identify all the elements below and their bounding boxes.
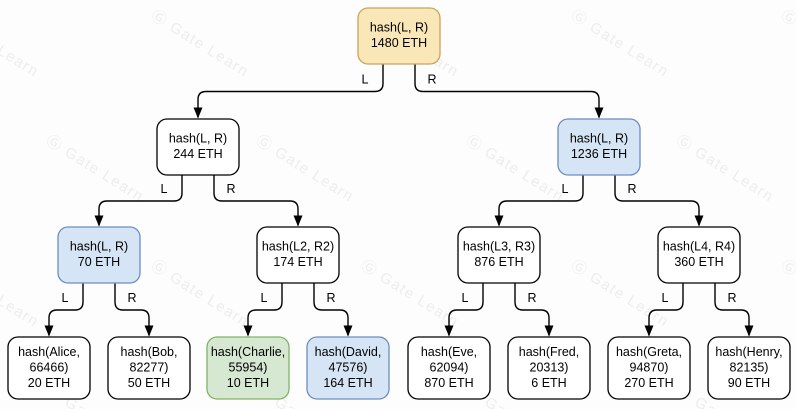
edge-label: R: [226, 182, 235, 196]
edge-label: L: [261, 291, 268, 305]
node-label-line: 90 ETH: [728, 376, 770, 390]
edge-label: R: [427, 73, 436, 87]
tree-node-n21: hash(L3, R3)876 ETH: [457, 226, 541, 284]
edge-label: R: [127, 291, 136, 305]
node-label-line: 55954): [229, 360, 268, 374]
tree-edge-n22-leaf8: R: [714, 283, 754, 337]
node-label-line: hash(L3, R3): [463, 240, 535, 254]
node-label-line: 20 ETH: [28, 376, 70, 390]
edge-label: L: [62, 291, 69, 305]
node-label-line: hash(Henry,: [715, 345, 782, 359]
tree-edge-n1-n12: R: [213, 175, 303, 227]
tree-edge-n12-leaf4: R: [313, 283, 353, 337]
node-label-line: hash(Alice,: [18, 345, 80, 359]
node-label-line: 174 ETH: [273, 255, 322, 269]
tree-node-leaf7: hash(Greta,94870) 270 ETH: [607, 336, 691, 400]
node-label-line: 1480 ETH: [371, 36, 427, 50]
node-label-line: hash(Greta,: [616, 345, 682, 359]
tree-node-root: hash(L, R)1480 ETH: [357, 7, 441, 65]
node-label-line: hash(L, R): [370, 21, 428, 35]
tree-node-n12: hash(L2, R2)174 ETH: [256, 226, 340, 284]
tree-edge-n11-leaf1: L: [44, 283, 84, 337]
node-label-line: 1236 ETH: [571, 147, 627, 161]
node-label-line: hash(Fred,: [519, 345, 579, 359]
edge-label: L: [362, 73, 369, 87]
tree-node-leaf2: hash(Bob,82277) 50 ETH: [107, 336, 191, 400]
tree-node-leaf8: hash(Henry,82135) 90 ETH: [707, 336, 791, 400]
edge-label: L: [462, 291, 469, 305]
tree-node-leaf6: hash(Fred,20313) 6 ETH: [507, 336, 591, 400]
tree-node-leaf1: hash(Alice,66466) 20 ETH: [7, 336, 91, 400]
edge-label: R: [727, 291, 736, 305]
node-label-line: 70 ETH: [78, 255, 120, 269]
tree-edge-n2-n22: R: [614, 175, 704, 227]
node-label-line: 270 ETH: [624, 376, 673, 390]
edge-label: R: [527, 291, 536, 305]
node-box: [306, 336, 390, 400]
node-label-line: 164 ETH: [323, 376, 372, 390]
node-box: [256, 226, 340, 284]
node-label-line: 82277): [130, 360, 169, 374]
node-box: [206, 336, 290, 400]
node-box: [607, 336, 691, 400]
node-label-line: hash(Charlie,: [211, 345, 285, 359]
tree-edge-n21-leaf6: R: [514, 283, 554, 337]
edge-label: R: [326, 291, 335, 305]
tree-edge-n21-leaf5: L: [444, 283, 484, 337]
tree-edge-root-n2: R: [414, 64, 604, 119]
edge-label: L: [161, 182, 168, 196]
node-label-line: hash(L, R): [169, 132, 227, 146]
node-box: [57, 226, 141, 284]
tree-node-leaf4: hash(David,47576) 164 ETH: [306, 336, 390, 400]
node-box: [457, 226, 541, 284]
node-box: [357, 7, 441, 65]
node-box: [507, 336, 591, 400]
node-label-line: hash(Bob,: [121, 345, 178, 359]
node-box: [156, 118, 240, 176]
node-box: [557, 118, 641, 176]
tree-edge-root-n1: L: [193, 64, 384, 119]
tree-edge-n2-n21: L: [494, 175, 584, 227]
node-label-line: 10 ETH: [227, 376, 269, 390]
tree-node-leaf3: hash(Charlie,55954) 10 ETH: [206, 336, 290, 400]
node-label-line: 94870): [630, 360, 669, 374]
tree-node-n1: hash(L, R)244 ETH: [156, 118, 240, 176]
node-label-line: 244 ETH: [173, 147, 222, 161]
node-box: [707, 336, 791, 400]
node-box: [657, 226, 741, 284]
node-label-line: 360 ETH: [674, 255, 723, 269]
tree-node-n2: hash(L, R)1236 ETH: [557, 118, 641, 176]
node-label-line: hash(L2, R2): [262, 240, 334, 254]
node-label-line: hash(L, R): [70, 240, 128, 254]
tree-edge-n12-leaf3: L: [243, 283, 283, 337]
node-label-line: 50 ETH: [128, 376, 170, 390]
tree-edge-n11-leaf2: R: [114, 283, 154, 337]
node-label-line: hash(L4, R4): [663, 240, 735, 254]
node-label-line: 6 ETH: [531, 376, 566, 390]
edge-label: R: [627, 182, 636, 196]
node-label-line: 20313): [530, 360, 569, 374]
tree-node-n11: hash(L, R)70 ETH: [57, 226, 141, 284]
node-label-line: hash(Eve,: [421, 345, 477, 359]
node-label-line: 66466): [30, 360, 69, 374]
node-label-line: 82135): [730, 360, 769, 374]
edge-label: L: [662, 291, 669, 305]
tree-node-n22: hash(L4, R4)360 ETH: [657, 226, 741, 284]
tree-node-leaf5: hash(Eve,62094) 870 ETH: [407, 336, 491, 400]
node-label-line: 876 ETH: [474, 255, 523, 269]
node-label-line: 870 ETH: [424, 376, 473, 390]
node-box: [407, 336, 491, 400]
edge-label: L: [562, 182, 569, 196]
node-label-line: 47576): [329, 360, 368, 374]
node-label-line: hash(David,: [315, 345, 382, 359]
tree-edge-n22-leaf7: L: [644, 283, 684, 337]
node-label-line: hash(L, R): [570, 132, 628, 146]
node-box: [7, 336, 91, 400]
node-label-line: 62094): [430, 360, 469, 374]
tree-edge-n1-n11: L: [94, 175, 183, 227]
node-box: [107, 336, 191, 400]
